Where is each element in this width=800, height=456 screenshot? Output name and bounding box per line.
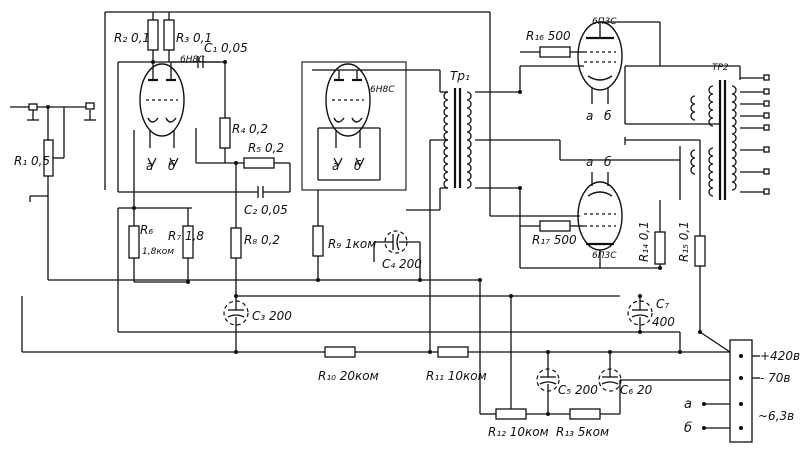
transformer-tr2 [690, 80, 737, 200]
label-c1: C₁ 0,05 [204, 41, 248, 55]
label-r15: R₁₅ 0,1 [677, 221, 691, 262]
label-v2-pin-a: а [332, 159, 339, 173]
resistor-r4 [219, 117, 231, 149]
resistor-r16 [539, 46, 571, 58]
resistor-r14 [654, 231, 666, 265]
label-c2: C₂ 0,05 [244, 203, 288, 217]
label-v3-pin-a: а [586, 109, 593, 123]
label-r11: R₁₁ 10ком [426, 369, 487, 383]
label-v1-type: 6Н8С [180, 55, 205, 65]
label-r5: R₅ 0,2 [248, 141, 284, 155]
label-r1: R₁ 0,5 [14, 154, 50, 168]
resistor-r15 [694, 235, 706, 267]
label-r3: R₃ 0,1 [176, 31, 212, 45]
label-r6-value: 1,8ком [142, 247, 174, 257]
input-terminals [10, 102, 96, 140]
label-r7: R₇ 1,8 [168, 229, 204, 243]
capacitor-c5 [536, 352, 560, 414]
label-v2-type: 6Н8С [370, 85, 395, 95]
label-r6: R₆ [140, 223, 153, 237]
resistor-r5 [243, 157, 275, 169]
label-c7: C₇ [656, 297, 669, 311]
capacitor-c6 [598, 352, 622, 392]
label-v2-pin-b: б [354, 159, 362, 173]
resistor-r6 [128, 225, 140, 259]
tr2-output-terminals [740, 74, 770, 195]
capacitor-c4 [373, 230, 421, 280]
resistor-r11 [437, 346, 469, 358]
label-r14: R₁₄ 0,1 [637, 221, 651, 262]
label-r17: R₁₇ 500 [532, 233, 577, 247]
label-v3-pin-b: б [604, 109, 612, 123]
label-v1-pin-b: б [168, 159, 176, 173]
transformer-tr1 [443, 88, 472, 189]
tube-v4 [577, 172, 623, 251]
label-r16: R₁₆ 500 [526, 29, 571, 43]
label-r10: R₁₀ 20ком [318, 369, 379, 383]
heater-arrow-b [169, 157, 179, 168]
label-v4-pin-a: а [586, 155, 593, 169]
label-c6: C₆ 20 [620, 383, 653, 397]
resistor-r17 [539, 220, 571, 232]
resistor-r13 [569, 408, 601, 420]
resistor-r8 [230, 227, 242, 259]
label-heater-a: а [684, 397, 692, 412]
heater-arrow-a [147, 157, 157, 168]
resistor-r3 [163, 19, 175, 51]
label-c3: C₃ 200 [252, 309, 292, 323]
label-supply-70: - 70в [760, 371, 791, 385]
resistor-r1 [29, 107, 65, 280]
resistor-r9 [312, 225, 324, 257]
label-r9: R₉ 1ком [328, 237, 376, 251]
label-r13: R₁₃ 5ком [556, 425, 609, 439]
label-supply-420: +420в [760, 349, 800, 363]
capacitor-c2 [118, 186, 290, 198]
label-v4-pin-b: б [604, 155, 612, 169]
label-heater-b: б [684, 421, 692, 436]
junction-dots [46, 60, 702, 416]
label-c4: C₄ 200 [382, 257, 422, 271]
label-c7-value: 400 [652, 315, 675, 329]
resistor-r12 [495, 408, 527, 420]
input-terminal-1 [28, 103, 38, 111]
power-connector [729, 339, 753, 443]
label-r2: R₂ 0,1 [114, 31, 150, 45]
capacitor-c1 [171, 56, 226, 118]
label-heater-voltage: ~6,3в [758, 409, 794, 423]
label-v4-type: 6П3С [592, 251, 617, 261]
label-r12: R₁₂ 10ком [488, 425, 549, 439]
label-tr2: ТР2 [712, 63, 729, 73]
tube-v2 [325, 63, 371, 148]
stage2-enclosure [301, 61, 407, 191]
resistor-r10 [324, 346, 356, 358]
label-v1-pin-a: а [146, 159, 153, 173]
capacitor-c7 [627, 296, 653, 332]
capacitor-c3 [223, 296, 249, 352]
label-r8: R₈ 0,2 [244, 233, 280, 247]
input-terminal-2 [85, 102, 95, 110]
label-r4: R₄ 0,2 [232, 122, 268, 136]
tube-v1 [139, 63, 185, 148]
label-tr1: Тр₁ [450, 69, 470, 83]
label-c5: C₅ 200 [558, 383, 598, 397]
